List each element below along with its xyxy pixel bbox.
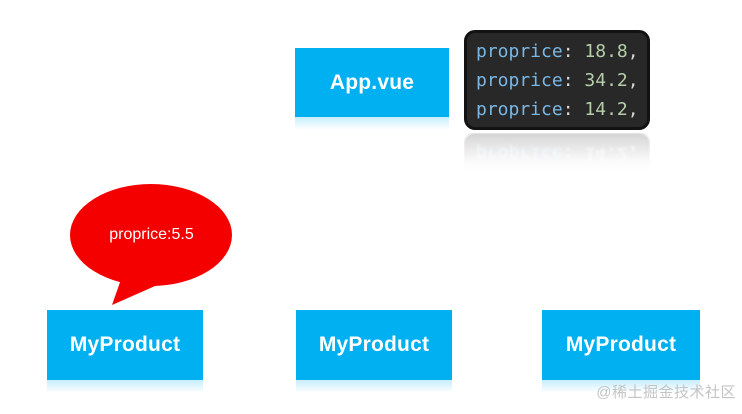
code-separator: :	[562, 99, 585, 120]
code-comma: ,	[627, 41, 639, 62]
node-my-product-1: MyProduct	[47, 310, 203, 393]
code-separator: :	[562, 41, 585, 62]
code-comma: ,	[627, 70, 639, 91]
code-snippet-reflection: proprice: 18.8, proprice: 34.2, proprice…	[464, 133, 650, 173]
node-my-product-2-label: MyProduct	[318, 333, 430, 356]
node-my-product-3: MyProduct	[542, 310, 700, 393]
code-line: proprice: 34.2,	[476, 66, 639, 95]
reflection-fade	[464, 133, 650, 173]
code-separator: :	[562, 70, 585, 91]
code-value: 18.8	[584, 41, 628, 62]
code-line: proprice: 18.8,	[476, 37, 639, 66]
node-my-product-1-label: MyProduct	[69, 333, 181, 356]
watermark-text: @稀土掘金技术社区	[596, 384, 736, 401]
code-snippet-mirror: proprice: 18.8, proprice: 34.2, proprice…	[464, 133, 650, 173]
speech-bubble-label: proprice:5.5	[109, 226, 194, 243]
speech-bubble	[70, 184, 232, 305]
node-my-product-2: MyProduct	[296, 310, 452, 393]
speech-bubble-body	[70, 184, 232, 286]
node-app-vue-label: App.vue	[329, 70, 415, 94]
code-line: proprice: 14.2,	[476, 95, 639, 124]
code-value: 14.2	[584, 99, 628, 120]
code-value: 34.2	[584, 70, 628, 91]
code-snippet: proprice: 18.8, proprice: 34.2, proprice…	[464, 30, 650, 130]
code-key: proprice	[476, 70, 563, 91]
node-app-vue: App.vue	[295, 48, 449, 130]
code-comma: ,	[627, 99, 639, 120]
code-key: proprice	[476, 41, 563, 62]
code-key: proprice	[476, 99, 563, 120]
node-my-product-3-label: MyProduct	[565, 333, 677, 356]
